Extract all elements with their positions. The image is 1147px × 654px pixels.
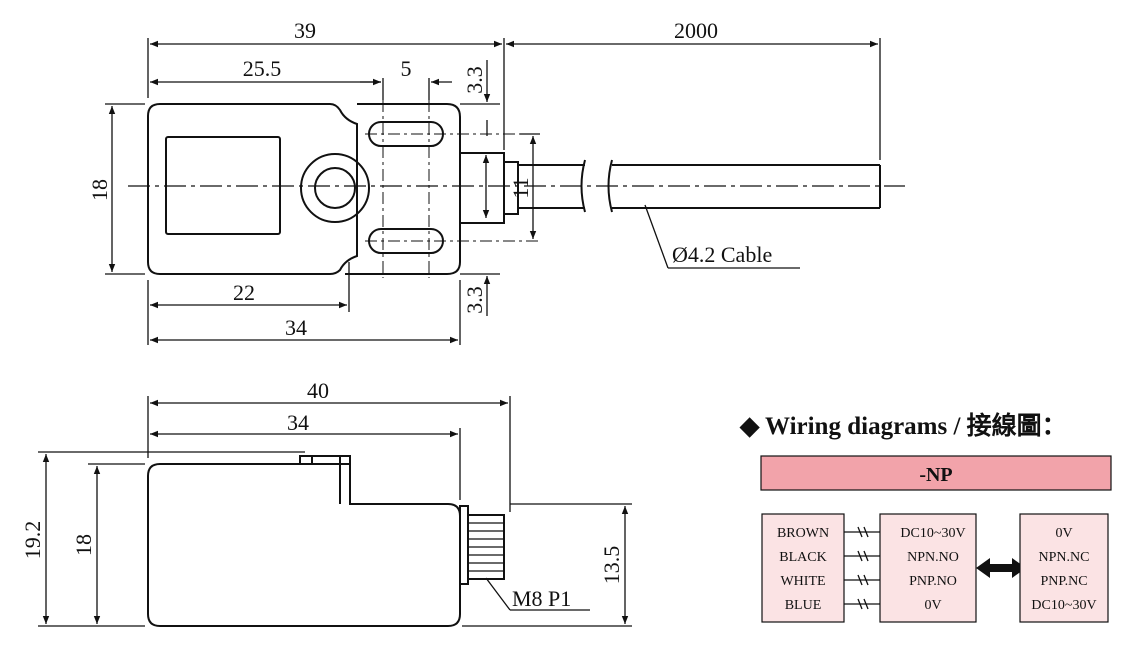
thread-label: M8 P1 — [512, 586, 571, 611]
led-gear-outer — [300, 153, 370, 223]
cable-gland-tip — [503, 161, 519, 215]
dim-11: 11 — [508, 177, 533, 198]
dim-18-top: 18 — [87, 179, 112, 201]
wiring-heading: ◆ Wiring diagrams / 接線圖： — [739, 411, 1067, 440]
side-view-dim-labels: 40 34 19.2 18 13.5 M8 P1 — [20, 378, 624, 611]
cable-break-left — [580, 159, 586, 213]
func-left-2: PNP.NO — [909, 574, 957, 589]
dim-40: 40 — [307, 378, 329, 403]
func-right-1: NPN.NC — [1039, 550, 1090, 565]
dim-22: 22 — [233, 280, 255, 305]
func-left-3: 0V — [924, 598, 941, 613]
wire-blue: BLUE — [785, 598, 822, 613]
dim-34-top: 34 — [285, 315, 307, 340]
dim-18-side: 18 — [71, 534, 96, 556]
dim-3-3-bottom: 3.3 — [462, 286, 487, 314]
led-gear-inner — [314, 167, 356, 209]
wiring-section: ◆ Wiring diagrams / 接線圖： -NP BROWN BLACK… — [739, 411, 1112, 623]
dim-5: 5 — [401, 56, 412, 81]
sensor-body-outline — [147, 103, 358, 275]
dim-39: 39 — [294, 18, 316, 43]
double-arrow-icon — [976, 558, 1026, 578]
top-view-dim-labels: 39 2000 25.5 5 3.3 3.3 18 11 22 34 Ø4.2 … — [87, 18, 772, 340]
model-label: -NP — [919, 464, 952, 486]
side-view — [147, 455, 505, 627]
func-left-1: NPN.NO — [907, 550, 959, 565]
model-header — [760, 455, 1112, 491]
side-body-outline — [147, 455, 461, 627]
function-box-right — [1019, 513, 1109, 623]
wire-white: WHITE — [780, 574, 825, 589]
top-view — [128, 100, 905, 278]
func-left-0: DC10~30V — [900, 526, 965, 541]
func-right-3: DC10~30V — [1031, 598, 1096, 613]
dim-2000: 2000 — [674, 18, 718, 43]
func-right-0: 0V — [1055, 526, 1072, 541]
dim-25-5: 25.5 — [243, 56, 282, 81]
wire-black: BLACK — [779, 550, 826, 565]
wire-brown: BROWN — [777, 526, 829, 541]
side-view-dimensions — [38, 396, 632, 627]
top-view-dimensions — [105, 38, 881, 345]
dim-13-5: 13.5 — [599, 546, 624, 585]
cable-gland — [459, 152, 505, 224]
dim-3-3-top: 3.3 — [462, 66, 487, 94]
m8-connector-base — [459, 505, 469, 585]
cable-label: Ø4.2 Cable — [672, 242, 772, 267]
dim-19-2: 19.2 — [20, 521, 45, 560]
func-right-2: PNP.NC — [1040, 574, 1087, 589]
dim-34-side: 34 — [287, 410, 309, 435]
wire-color-box — [761, 513, 845, 623]
